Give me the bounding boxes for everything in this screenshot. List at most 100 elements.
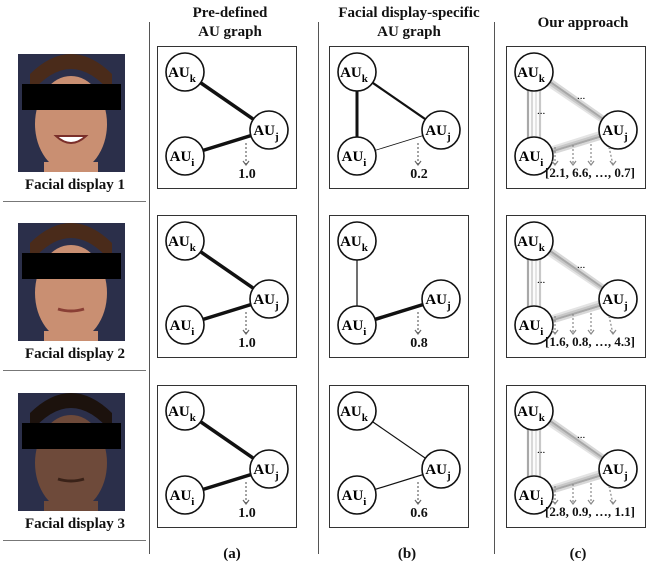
node-au-k: AUk <box>514 52 554 92</box>
svg-text:AUk: AUk <box>168 234 197 254</box>
divider-3 <box>494 22 495 554</box>
node-au-i: AUi <box>337 475 377 515</box>
node-au-k: AUk <box>165 391 205 431</box>
svg-text:AUk: AUk <box>517 404 546 424</box>
node-au-k: AUk <box>165 221 205 261</box>
node-au-k: AUk <box>514 221 554 261</box>
row-underline <box>3 540 146 541</box>
header-b-line2: AU graph <box>377 24 441 40</box>
svg-text:AUj: AUj <box>602 123 627 143</box>
face-photo <box>18 54 125 172</box>
edge-vector-c: [2.8, 0.9, …, 1.1] <box>545 504 635 519</box>
svg-text:AUk: AUk <box>168 65 197 85</box>
node-au-i: AUi <box>514 305 554 345</box>
svg-text:AUi: AUi <box>342 149 367 169</box>
ellipsis-mark: ... <box>577 90 586 102</box>
row-label: Facial display 3 <box>24 516 125 532</box>
edge-weight-a: 1.0 <box>238 336 256 351</box>
svg-text:AUj: AUj <box>253 462 278 482</box>
header-facial-specific: Facial display-specific AU graph <box>314 4 504 42</box>
row-label: Facial display 2 <box>24 346 125 362</box>
node-au-k: AUk <box>165 52 205 92</box>
edge-weight-a: 1.0 <box>238 167 256 182</box>
node-au-j: AUj <box>598 279 638 319</box>
ellipsis-mark: ... <box>577 429 586 441</box>
svg-text:AUi: AUi <box>170 149 195 169</box>
ellipsis-mark: ... <box>577 259 586 271</box>
svg-text:AUk: AUk <box>517 65 546 85</box>
node-au-j: AUj <box>249 110 289 150</box>
node-au-i: AUi <box>514 136 554 176</box>
svg-text:AUi: AUi <box>170 488 195 508</box>
edge-weight-b: 0.8 <box>410 336 428 351</box>
svg-text:AUj: AUj <box>602 292 627 312</box>
weight-arrow <box>608 485 614 505</box>
svg-text:AUi: AUi <box>519 318 544 338</box>
header-a-line2: AU graph <box>198 24 262 40</box>
svg-text:AUj: AUj <box>425 292 450 312</box>
svg-text:AUk: AUk <box>340 404 369 424</box>
node-au-k: AUk <box>514 391 554 431</box>
svg-text:AUj: AUj <box>425 123 450 143</box>
node-au-j: AUj <box>249 279 289 319</box>
header-c-line1: Our approach <box>537 15 629 31</box>
ellipsis-mark: ... <box>537 105 546 117</box>
svg-text:AUj: AUj <box>253 123 278 143</box>
node-au-i: AUi <box>337 136 377 176</box>
node-au-k: AUk <box>337 52 377 92</box>
row-underline <box>3 201 146 202</box>
weight-arrow <box>608 146 614 166</box>
divider-1 <box>149 22 150 554</box>
header-b-line1: Facial display-specific <box>338 5 480 21</box>
node-au-k: AUk <box>337 391 377 431</box>
node-au-i: AUi <box>514 475 554 515</box>
node-au-j: AUj <box>249 449 289 489</box>
header-a-line1: Pre-defined <box>192 5 268 21</box>
node-au-j: AUj <box>598 449 638 489</box>
svg-text:AUk: AUk <box>340 234 369 254</box>
divider-2 <box>318 22 319 554</box>
svg-text:AUj: AUj <box>253 292 278 312</box>
svg-text:AUj: AUj <box>602 462 627 482</box>
edge-weight-b: 0.2 <box>410 167 428 182</box>
node-au-j: AUj <box>421 110 461 150</box>
face-photo <box>18 223 125 341</box>
header-our-approach: Our approach <box>508 14 658 33</box>
row-underline <box>3 370 146 371</box>
ellipsis-mark: ... <box>537 444 546 456</box>
node-au-i: AUi <box>165 305 205 345</box>
edge-weight-b: 0.6 <box>410 506 428 521</box>
edge-vector-c: [1.6, 0.8, …, 4.3] <box>545 334 635 349</box>
svg-text:AUi: AUi <box>170 318 195 338</box>
svg-text:AUi: AUi <box>342 318 367 338</box>
node-au-j: AUj <box>598 110 638 150</box>
svg-text:AUj: AUj <box>425 462 450 482</box>
node-au-i: AUi <box>337 305 377 345</box>
svg-text:AUk: AUk <box>168 404 197 424</box>
node-au-j: AUj <box>421 279 461 319</box>
ellipsis-mark: ... <box>537 274 546 286</box>
node-au-j: AUj <box>421 449 461 489</box>
caption-a: (a) <box>223 546 241 562</box>
node-au-i: AUi <box>165 136 205 176</box>
svg-text:AUi: AUi <box>342 488 367 508</box>
edge-weight-a: 1.0 <box>238 506 256 521</box>
node-au-i: AUi <box>165 475 205 515</box>
svg-text:AUk: AUk <box>517 234 546 254</box>
face-photo <box>18 393 125 511</box>
weight-arrow <box>608 315 614 335</box>
caption-c: (c) <box>569 546 587 562</box>
svg-text:AUi: AUi <box>519 149 544 169</box>
edge-vector-c: [2.1, 6.6, …, 0.7] <box>545 165 635 180</box>
node-au-k: AUk <box>337 221 377 261</box>
header-pre-defined: Pre-defined AU graph <box>160 4 300 42</box>
